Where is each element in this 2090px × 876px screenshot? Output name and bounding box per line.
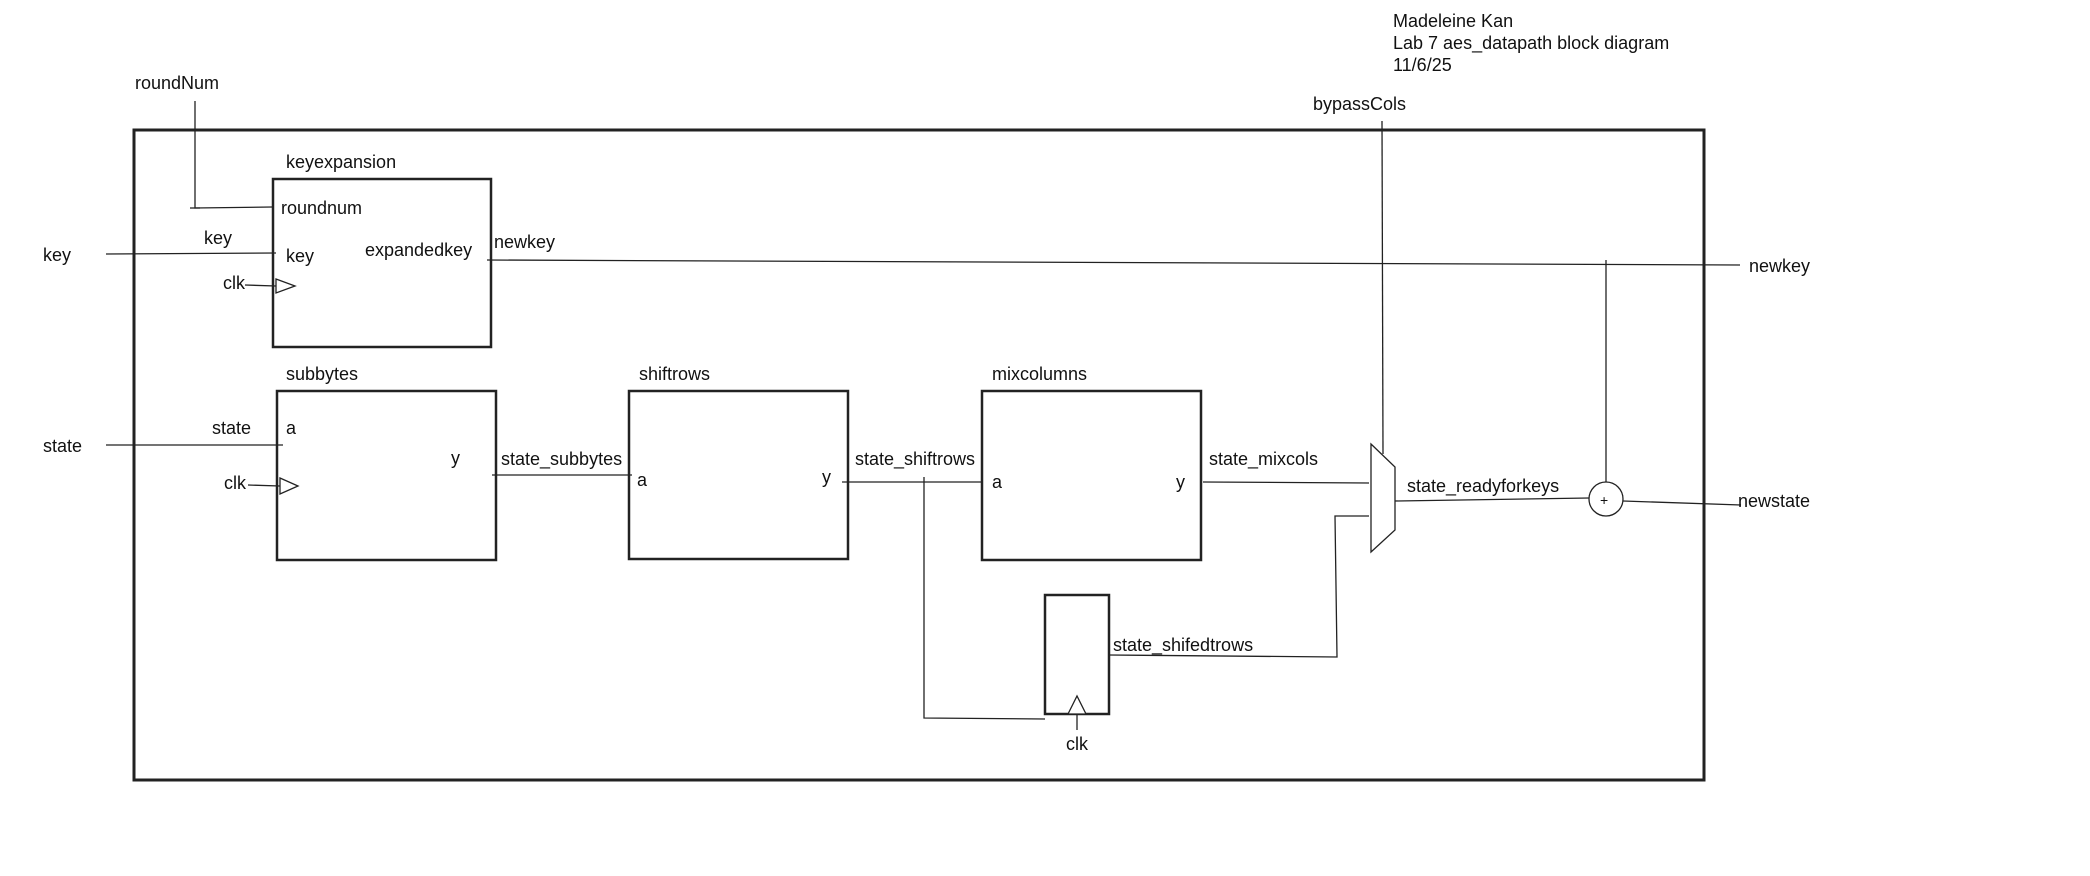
keyexpansion-clock-icon <box>275 278 297 294</box>
newstate-wire <box>1622 500 1742 506</box>
state-mixcols-label: state_mixcols <box>1209 449 1318 470</box>
newstate-port-label: newstate <box>1738 491 1810 511</box>
state-shiftrows-branch-wire <box>923 477 1046 720</box>
mixcolumns-port-a: a <box>992 472 1003 492</box>
state-wire-label: state <box>212 418 251 438</box>
shiftrows-block <box>627 389 850 561</box>
keyexpansion-port-key: key <box>286 246 314 266</box>
subbytes-port-a: a <box>286 418 297 438</box>
keyexpansion-clk-wire <box>244 284 277 287</box>
roundnum-wire <box>194 101 273 209</box>
register-clock-icon <box>1066 694 1088 715</box>
shiftrows-name: shiftrows <box>639 364 710 384</box>
bypasscols-port-label: bypassCols <box>1313 94 1406 114</box>
mixcolumns-name: mixcolumns <box>992 364 1087 384</box>
newkey-wire <box>486 259 1741 266</box>
register-clk-label: clk <box>1066 734 1089 754</box>
shiftrows-port-y: y <box>822 467 831 487</box>
subbytes-clock-icon <box>279 476 300 496</box>
adder-plus-icon: + <box>1600 492 1608 508</box>
state-mixcols-wire <box>1202 481 1370 484</box>
date-label: 11/6/25 <box>1393 55 1452 75</box>
subbytes-name: subbytes <box>286 364 358 384</box>
state-shifedtrows-label: state_shifedtrows <box>1113 635 1253 656</box>
key-wire <box>105 252 277 255</box>
state-readyforkeys-wire <box>1394 497 1590 502</box>
mixcolumns-port-y: y <box>1176 472 1185 492</box>
state-subbytes-label: state_subbytes <box>501 449 622 470</box>
roundnum-port-label: roundNum <box>135 73 219 93</box>
diagram-title: Lab 7 aes_datapath block diagram <box>1393 33 1669 54</box>
subbytes-clk-wire <box>247 484 281 487</box>
subbytes-block <box>275 389 498 562</box>
bypasscols-wire <box>1381 120 1384 455</box>
keyexpansion-block <box>271 177 493 349</box>
subbytes-clk-label: clk <box>224 473 247 493</box>
keyexpansion-port-expandedkey: expandedkey <box>365 240 472 260</box>
newkey-port-label: newkey <box>1749 256 1810 276</box>
state-port-label: state <box>43 436 82 456</box>
key-wire-label: key <box>204 228 232 248</box>
bypass-mux <box>1370 442 1396 554</box>
author-label: Madeleine Kan <box>1393 11 1513 31</box>
mixcolumns-block <box>980 389 1203 562</box>
shiftrows-port-a: a <box>637 470 648 490</box>
xor-adder <box>1588 481 1624 517</box>
newkey-wire-label: newkey <box>494 232 555 252</box>
keyexpansion-port-roundnum: roundnum <box>281 198 362 218</box>
state-readyforkeys-label: state_readyforkeys <box>1407 476 1559 497</box>
keyexpansion-name: keyexpansion <box>286 152 396 172</box>
aes-datapath-boundary <box>132 128 1706 782</box>
subbytes-port-y: y <box>451 448 460 468</box>
state-shiftrows-label: state_shiftrows <box>855 449 975 470</box>
keyexpansion-clk-label: clk <box>223 273 246 293</box>
state-shifedtrows-wire <box>1108 515 1369 658</box>
key-port-label: key <box>43 245 71 265</box>
